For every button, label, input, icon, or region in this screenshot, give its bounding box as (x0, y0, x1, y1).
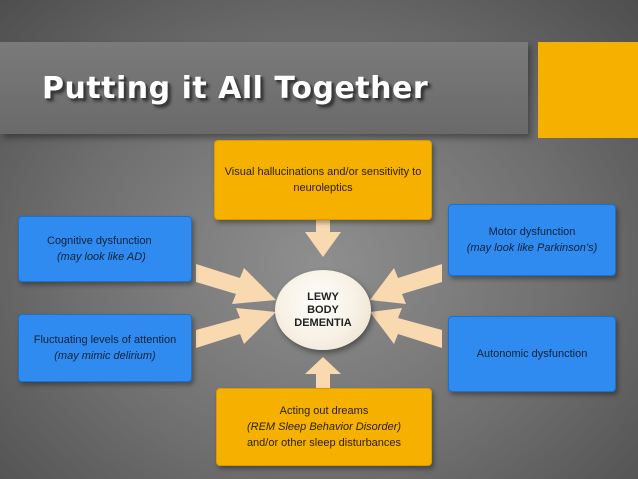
box-motor-dysfunction-line1: Motor dysfunction (488, 226, 576, 238)
box-cognitive-dysfunction-line2: (may look like AD) (57, 251, 146, 263)
accent-block (538, 42, 638, 138)
slide-title: Putting it All Together (42, 71, 429, 106)
arrow-from-left-top (196, 264, 276, 304)
arrow-from-bottom (305, 357, 341, 392)
arrow-from-left-bottom (196, 308, 276, 348)
box-visual-hallucinations: Visual hallucinations and/or sensitivity… (214, 140, 432, 220)
box-acting-out-dreams-line2: (REM Sleep Behavior Disorder) (246, 421, 402, 433)
box-fluctuating-attention: Fluctuating levels of attention (may mim… (18, 314, 192, 382)
box-motor-dysfunction: Motor dysfunction (may look like Parkins… (448, 204, 616, 276)
box-cognitive-dysfunction-line1: Cognitive dysfunction (47, 235, 152, 247)
box-autonomic-dysfunction: Autonomic dysfunction (448, 316, 616, 392)
center-line-2: BODY (307, 303, 339, 316)
center-line-3: DEMENTIA (294, 316, 352, 329)
arrow-from-right-bottom (370, 308, 442, 348)
title-bar (0, 42, 528, 134)
center-line-1: LEWY (307, 290, 339, 303)
box-acting-out-dreams-line3: and/or other sleep disturbances (246, 437, 402, 449)
arrow-from-top (305, 218, 341, 257)
center-circle-lewy-body-dementia: LEWY BODY DEMENTIA (275, 270, 371, 350)
box-fluctuating-attention-line1: Fluctuating levels of attention (33, 334, 177, 346)
box-visual-hallucinations-text: Visual hallucinations and/or sensitivity… (224, 166, 422, 194)
box-motor-dysfunction-line2: (may look like Parkinson’s) (466, 242, 598, 254)
box-acting-out-dreams: Acting out dreams (REM Sleep Behavior Di… (216, 388, 432, 466)
box-autonomic-dysfunction-text: Autonomic dysfunction (476, 348, 588, 360)
box-fluctuating-attention-line2: (may mimic delirium) (54, 350, 156, 362)
box-cognitive-dysfunction: Cognitive dysfunction (may look like AD) (18, 216, 192, 282)
arrow-from-right-top (370, 264, 442, 304)
box-acting-out-dreams-line1: Acting out dreams (279, 405, 369, 417)
